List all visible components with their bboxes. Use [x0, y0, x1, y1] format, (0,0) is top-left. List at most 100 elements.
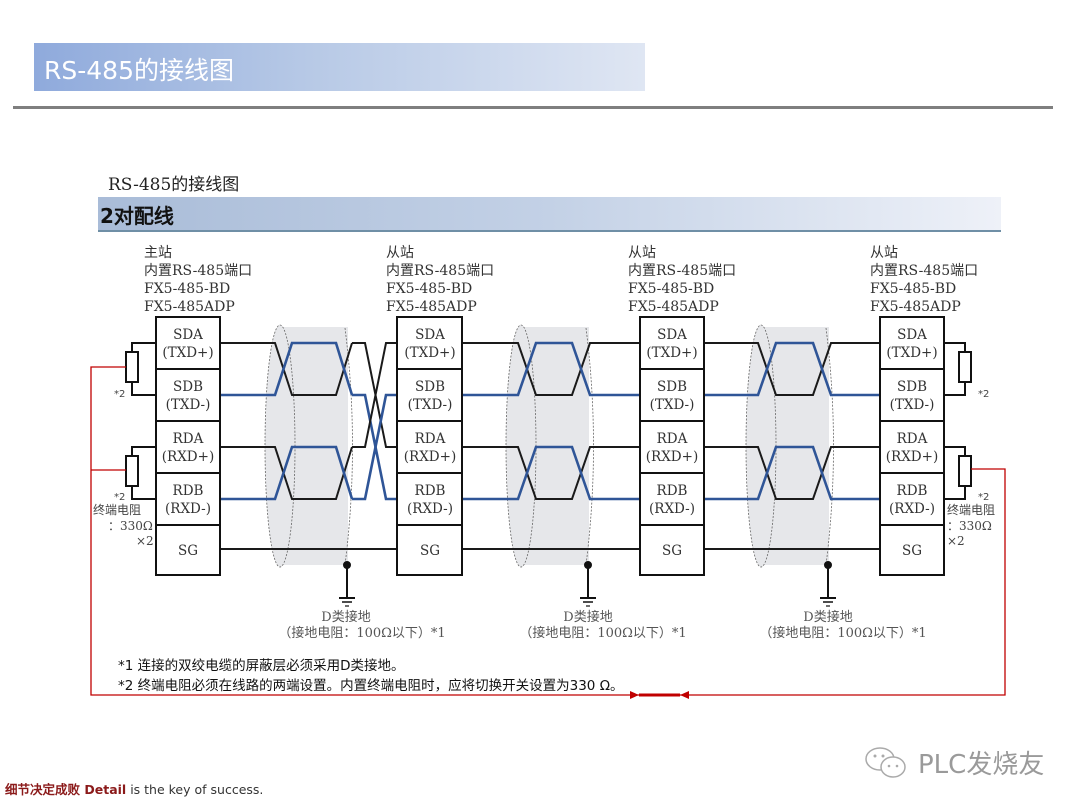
svg-text:SG: SG	[902, 543, 922, 559]
resistor-icon	[944, 342, 972, 396]
svg-text:(TXD-): (TXD-)	[408, 397, 453, 413]
watermark-text: PLC发烧友	[918, 750, 1045, 780]
svg-text:D类接地: D类接地	[321, 609, 370, 625]
svg-text:RDB: RDB	[415, 483, 446, 499]
terminal-block-station-1: SDA (TXD+) SDB (TXD-) RDA (RXD+) RDB (RX…	[155, 316, 221, 576]
svg-text:(RXD-): (RXD-)	[889, 501, 935, 517]
title-divider	[13, 106, 1053, 109]
svg-text:(RXD+): (RXD+)	[162, 449, 214, 465]
svg-text:SG: SG	[662, 543, 682, 559]
svg-text:SDA: SDA	[415, 327, 445, 343]
station-3-label: 从站 内置RS-485端口 FX5-485-BD FX5-485ADP	[628, 245, 736, 315]
svg-text:RDA: RDA	[173, 431, 204, 447]
svg-text:D类接地: D类接地	[563, 609, 612, 625]
cable-shield-3	[745, 324, 834, 568]
ground-icon	[580, 561, 596, 607]
terminating-resistors-left	[125, 342, 156, 500]
terminator-labels: *2 *2 *2 *2	[114, 389, 989, 503]
svg-text:SDB: SDB	[657, 379, 687, 395]
terminating-resistors-right	[944, 342, 972, 500]
annotation-callout	[90, 366, 1006, 696]
section-header: 2对配线	[98, 197, 1001, 232]
watermark: PLC发烧友	[864, 744, 1044, 781]
svg-text:FX5-485ADP: FX5-485ADP	[628, 299, 719, 315]
section-title: 2对配线	[100, 204, 174, 228]
station-labels: 主站 内置RS-485端口 FX5-485-BD FX5-485ADP 从站 内…	[144, 245, 978, 315]
resistor-icon	[125, 446, 156, 500]
terminator-spec-right: 终端电阻 ：330Ω ×2	[947, 502, 995, 548]
slogan-en: is the key of success.	[126, 782, 264, 797]
title-banner: RS-485的接线图	[34, 43, 645, 91]
svg-text:(RXD-): (RXD-)	[649, 501, 695, 517]
svg-text:从站: 从站	[870, 245, 898, 261]
svg-text:（接地电阻：100Ω以下）*1: （接地电阻：100Ω以下）*1	[519, 625, 686, 641]
svg-text:(RXD-): (RXD-)	[165, 501, 211, 517]
cable-shield-2	[505, 324, 594, 568]
svg-text:(TXD-): (TXD-)	[650, 397, 695, 413]
terminal-block-station-3: SDA (TXD+) SDB (TXD-) RDA (RXD+) RDB (RX…	[639, 316, 705, 576]
svg-text:从站: 从站	[628, 245, 656, 261]
svg-text:(TXD+): (TXD+)	[162, 345, 213, 361]
station-4-label: 从站 内置RS-485端口 FX5-485-BD FX5-485ADP	[870, 245, 978, 315]
svg-text:(RXD-): (RXD-)	[407, 501, 453, 517]
wires-segment-2	[462, 341, 640, 550]
slogan-en-strong: Detail	[84, 782, 127, 797]
svg-text:SDA: SDA	[173, 327, 203, 343]
svg-text:(TXD-): (TXD-)	[166, 397, 211, 413]
svg-text:(RXD+): (RXD+)	[886, 449, 938, 465]
resistor-icon	[125, 342, 156, 396]
svg-text:(RXD+): (RXD+)	[646, 449, 698, 465]
svg-text:FX5-485-BD: FX5-485-BD	[386, 281, 472, 297]
figure-caption: RS-485的接线图	[108, 175, 240, 195]
arrow-right-icon	[630, 691, 639, 699]
svg-text:主站: 主站	[144, 245, 172, 261]
svg-text:内置RS-485端口: 内置RS-485端口	[386, 263, 494, 279]
svg-text:SDB: SDB	[173, 379, 203, 395]
svg-text:D类接地: D类接地	[803, 609, 852, 625]
wires-segment-3	[704, 341, 880, 550]
svg-text:SDA: SDA	[897, 327, 927, 343]
svg-text:SDB: SDB	[897, 379, 927, 395]
svg-text:RDB: RDB	[173, 483, 204, 499]
station-1-label: 主站 内置RS-485端口 FX5-485-BD FX5-485ADP	[144, 245, 252, 315]
svg-text:RDA: RDA	[657, 431, 688, 447]
ground-icon	[820, 561, 836, 607]
svg-text:SG: SG	[178, 543, 198, 559]
svg-text:(TXD+): (TXD+)	[646, 345, 697, 361]
terminal-block-station-2: SDA (TXD+) SDB (TXD-) RDA (RXD+) RDB (RX…	[396, 316, 463, 576]
svg-text:：330Ω: ：330Ω	[108, 519, 153, 533]
svg-text:FX5-485-BD: FX5-485-BD	[870, 281, 956, 297]
footnote-1: *1 连接的双绞电缆的屏蔽层必须采用D类接地。	[118, 658, 405, 674]
svg-text:内置RS-485端口: 内置RS-485端口	[628, 263, 736, 279]
svg-text:FX5-485-BD: FX5-485-BD	[628, 281, 714, 297]
station-2-label: 从站 内置RS-485端口 FX5-485-BD FX5-485ADP	[386, 245, 494, 315]
svg-text:RDA: RDA	[897, 431, 928, 447]
svg-text:RDB: RDB	[657, 483, 688, 499]
slogan-cn: 细节决定成败	[5, 782, 81, 797]
wechat-icon	[865, 746, 906, 778]
svg-text:内置RS-485端口: 内置RS-485端口	[144, 263, 252, 279]
svg-text:RDA: RDA	[415, 431, 446, 447]
svg-text:终端电阻: 终端电阻	[93, 502, 141, 517]
terminal-block-station-4: SDA (TXD+) SDB (TXD-) RDA (RXD+) RDB (RX…	[879, 316, 945, 576]
svg-text:×2: ×2	[947, 534, 965, 548]
annotation-arrows	[630, 691, 689, 699]
ground-icon	[339, 561, 355, 607]
svg-text:(TXD+): (TXD+)	[886, 345, 937, 361]
svg-text:FX5-485ADP: FX5-485ADP	[870, 299, 961, 315]
svg-text:终端电阻: 终端电阻	[947, 502, 995, 517]
svg-text:SDA: SDA	[657, 327, 687, 343]
footer-slogan: 细节决定成败 Detail is the key of success.	[5, 779, 263, 798]
svg-text:*2: *2	[978, 389, 989, 400]
svg-text:FX5-485ADP: FX5-485ADP	[386, 299, 477, 315]
svg-text:(RXD+): (RXD+)	[404, 449, 456, 465]
svg-text:RDB: RDB	[897, 483, 928, 499]
terminal-blocks: SDA (TXD+) SDB (TXD-) RDA (RXD+) RDB (RX…	[155, 316, 945, 576]
svg-text:SDB: SDB	[415, 379, 445, 395]
svg-text:*2: *2	[978, 492, 989, 503]
svg-text:（接地电阻：100Ω以下）*1: （接地电阻：100Ω以下）*1	[278, 625, 445, 641]
svg-text:内置RS-485端口: 内置RS-485端口	[870, 263, 978, 279]
svg-text:SG: SG	[420, 543, 440, 559]
svg-text:(TXD+): (TXD+)	[404, 345, 455, 361]
ground-connections	[339, 561, 836, 607]
